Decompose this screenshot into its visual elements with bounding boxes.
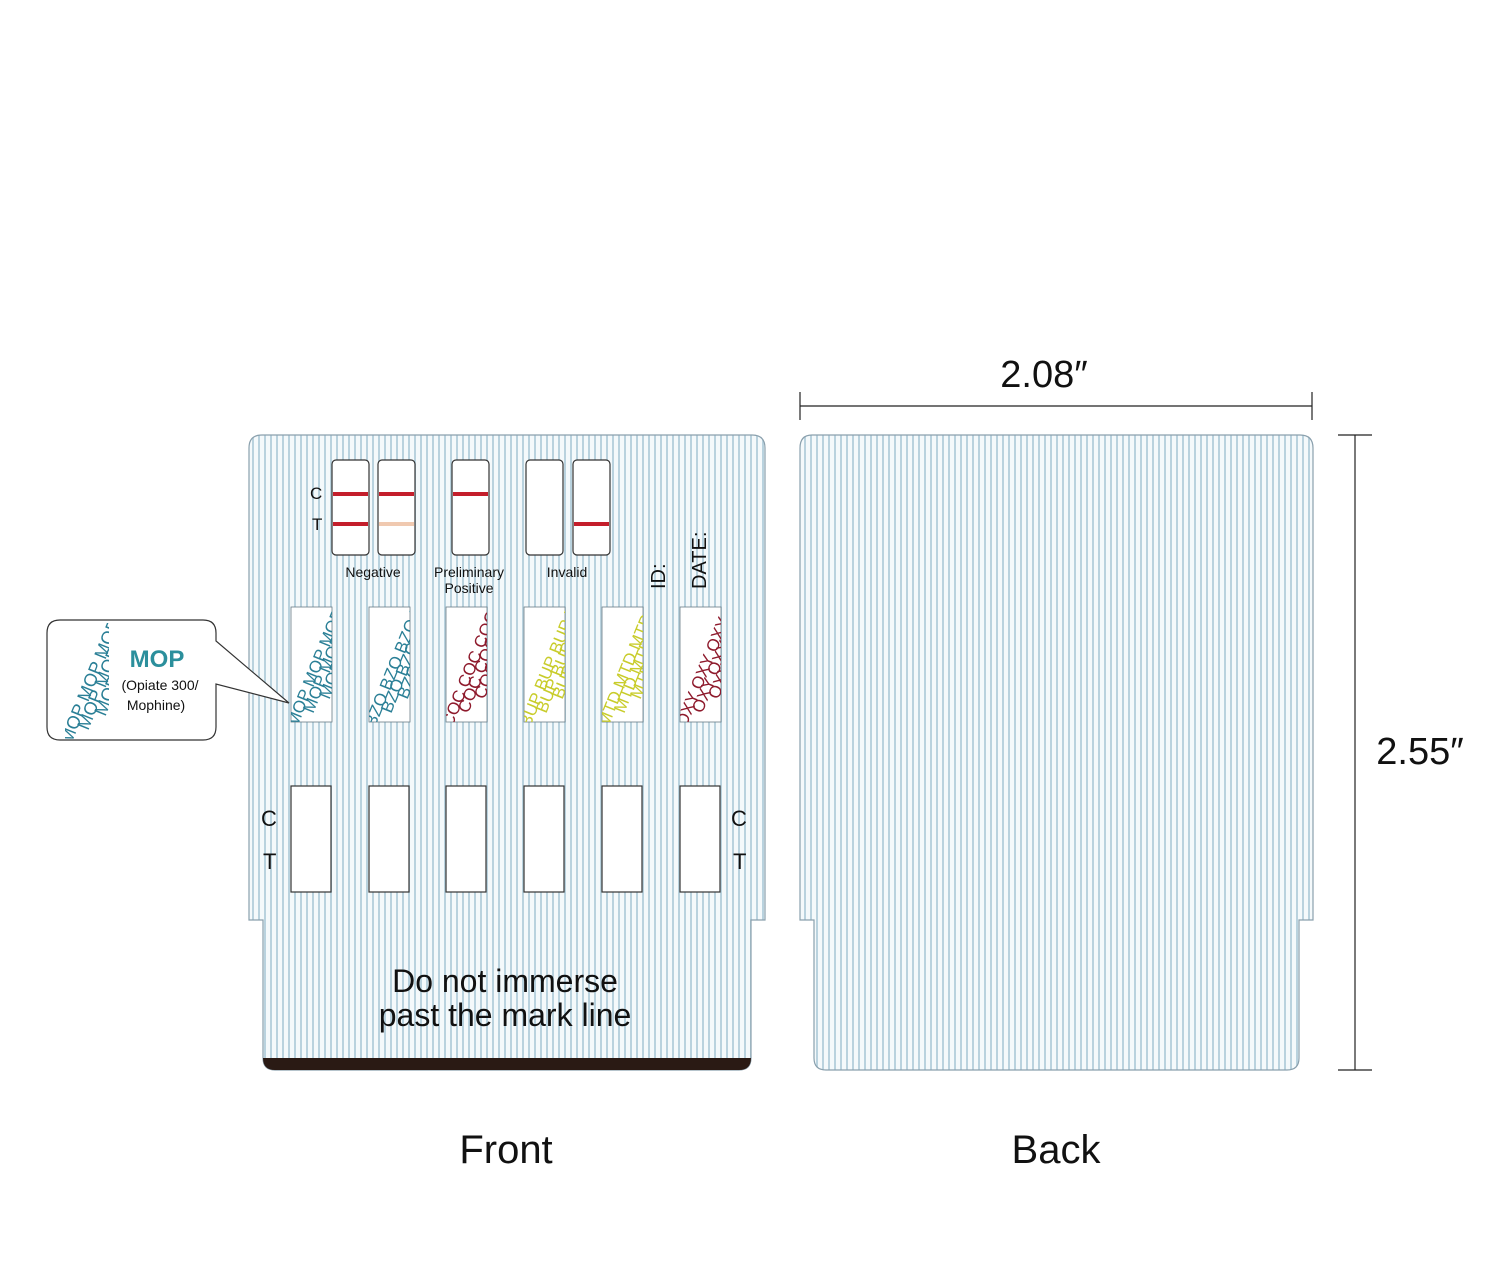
key-t-letter: T [312, 515, 322, 534]
key-window-negative-2 [377, 459, 416, 556]
callout-desc-1: (Opiate 300/ [121, 677, 198, 693]
control-line [453, 492, 488, 496]
sample-window [679, 785, 721, 893]
sample-window [445, 785, 487, 893]
front-caption: Front [459, 1128, 552, 1172]
drug-strip-oxy [679, 606, 722, 723]
control-line [379, 492, 414, 496]
callout-strip [65, 623, 109, 739]
preliminary-label: Preliminary [434, 564, 504, 580]
width-label: 2.08″ [1000, 354, 1087, 396]
date-label: DATE: [689, 532, 711, 589]
sample-window [368, 785, 410, 893]
warning-line-2: past the mark line [379, 997, 632, 1033]
right-c-letter: C [731, 806, 747, 831]
key-window-invalid-1 [525, 459, 564, 556]
negative-label: Negative [345, 564, 400, 580]
drug-strip-mtd [601, 606, 644, 723]
callout-desc-2: Mophine) [127, 697, 185, 713]
right-t-letter: T [733, 849, 746, 874]
left-t-letter: T [263, 849, 276, 874]
control-line [333, 492, 368, 496]
sample-window [523, 785, 565, 893]
test-line [333, 522, 368, 526]
back-caption: Back [1012, 1128, 1102, 1172]
back-card-body [799, 434, 1314, 1071]
positive-label: Positive [444, 580, 493, 596]
key-window-positive [451, 459, 490, 556]
sample-window [290, 785, 332, 893]
front-base-bar [262, 1058, 752, 1070]
result-key: C T Negative Preliminary Positive Invali… [310, 459, 611, 596]
back-card [799, 434, 1314, 1071]
test-line [574, 522, 609, 526]
drug-strip-coc [445, 606, 488, 723]
key-window-negative-1 [331, 459, 370, 556]
width-dimension: 2.08″ [799, 354, 1313, 420]
warning-line-1: Do not immerse [392, 963, 618, 999]
drug-strip-bzo [368, 606, 411, 723]
front-card: C T Negative Preliminary Positive Invali… [248, 434, 766, 1071]
height-dimension: 2.55″ [1338, 434, 1464, 1071]
key-c-letter: C [310, 484, 322, 503]
drug-strip-mop [290, 606, 333, 723]
sample-windows [290, 785, 721, 893]
height-label: 2.55″ [1376, 731, 1463, 773]
callout-code: MOP [130, 646, 185, 673]
key-window-invalid-2 [572, 459, 611, 556]
id-label: ID: [648, 563, 670, 589]
invalid-label: Invalid [547, 564, 587, 580]
drug-strips: MOP MOP MOP MOP MOP MOP MOP MOP MOP MOP … [290, 606, 722, 723]
mop-callout: MOP MOP MOP MOP MOP MOP MOP MOP MOP MOP … [46, 619, 290, 741]
drug-strip-bup [523, 606, 566, 723]
faint-test-line [379, 522, 414, 526]
sample-window [601, 785, 643, 893]
left-c-letter: C [261, 806, 277, 831]
